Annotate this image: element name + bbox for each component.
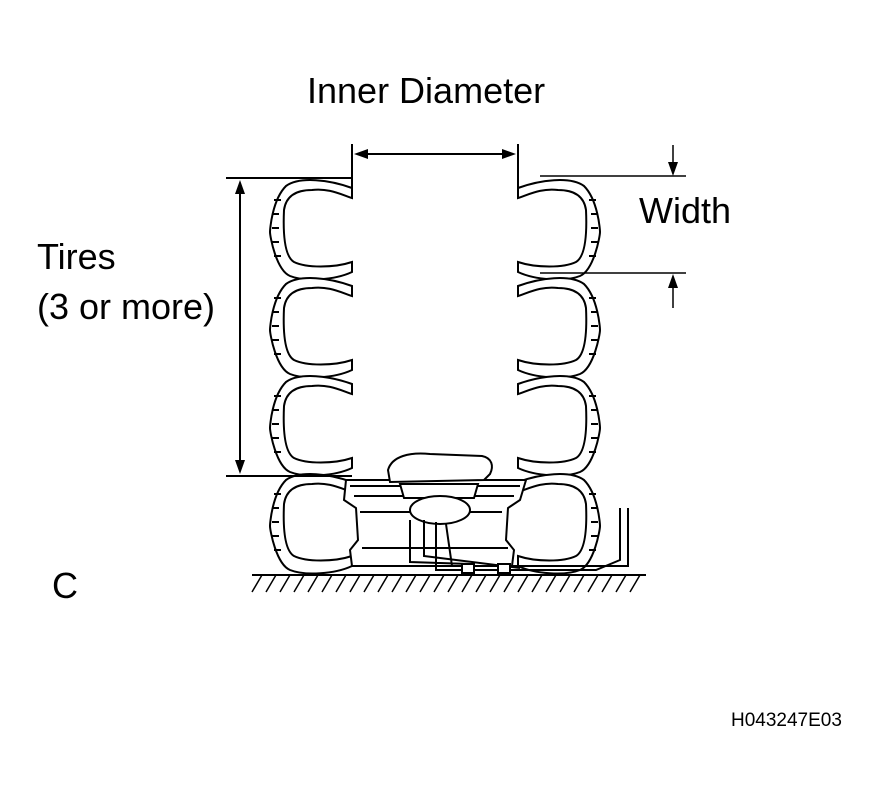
inner-diameter-dimension (351, 144, 519, 192)
tires-count-label: (3 or more) (37, 286, 216, 327)
tires-height-dimension (226, 177, 352, 477)
right-tire-stack (517, 179, 601, 575)
inner-diameter-label: Inner Diameter (307, 70, 546, 111)
tires-label: Tires (37, 236, 116, 277)
width-label: Width (639, 190, 732, 231)
sensor-tool (386, 452, 629, 574)
width-dimension (540, 145, 686, 308)
left-tire-stack (269, 179, 353, 575)
step-label: C (52, 565, 78, 606)
figure-code: H043247E03 (731, 710, 842, 731)
ground (251, 574, 646, 593)
